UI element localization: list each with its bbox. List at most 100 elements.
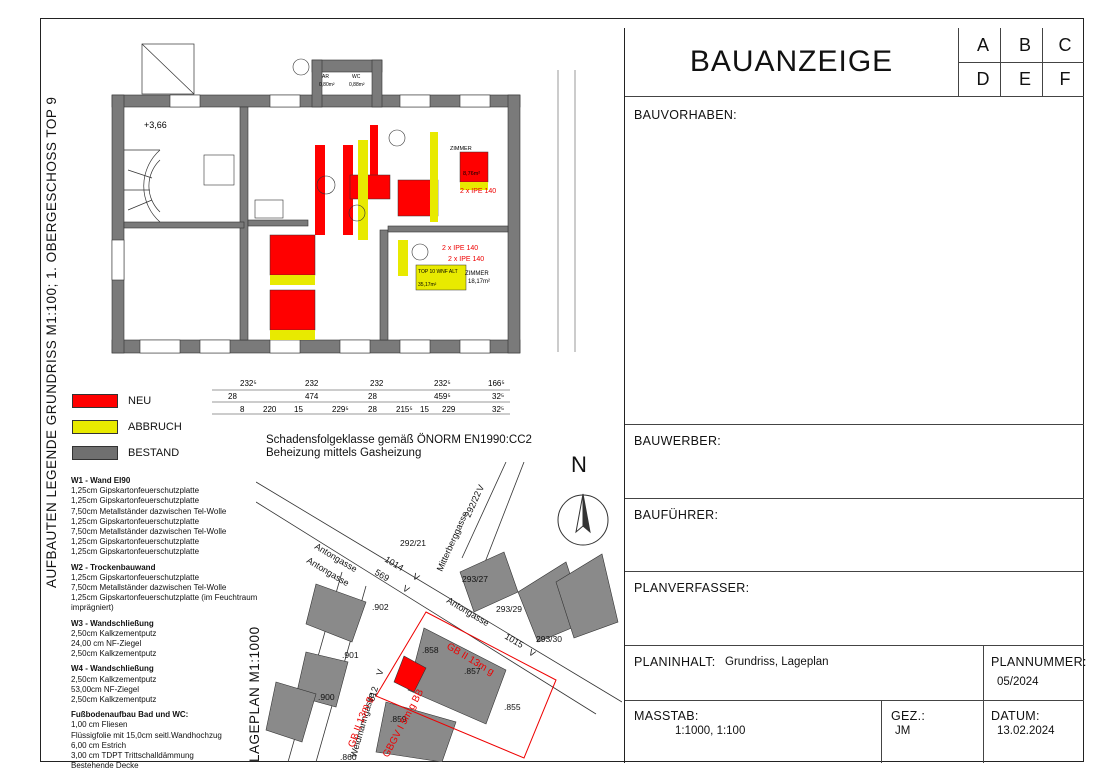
wall-line: 1,25cm Gipskartonfeuerschutzplatte — [71, 572, 200, 582]
plannummer-value: 05/2024 — [997, 676, 1039, 688]
wall-line: 2,50cm Kalkzementputz — [71, 674, 157, 684]
wall-build-up-notes: W1 - Wand EI90 1,25cm Gipskartonfeuersch… — [71, 476, 291, 771]
existing-buildings — [265, 551, 619, 762]
street-suffix: V — [411, 571, 421, 583]
drawing-sheet — [40, 18, 1084, 762]
masstab-value: 1:1000, 1:100 — [675, 725, 746, 737]
dim-text: 232 — [370, 379, 384, 388]
room-top10-area: 35,17m² — [418, 282, 437, 288]
dim-text: 15 — [420, 405, 429, 414]
bauwerber-label: BAUWERBER: — [634, 434, 722, 448]
datum-value: 13.02.2024 — [997, 725, 1055, 737]
street-suffix: V — [527, 647, 537, 659]
street-suffix: V — [401, 583, 411, 595]
north-label: N — [571, 452, 587, 477]
street-number: 1014 — [383, 554, 405, 573]
parcel-label: .902 — [372, 602, 389, 612]
dim-text: 28 — [368, 405, 377, 414]
windows — [111, 94, 491, 354]
dim-text: 32⁵ — [492, 405, 504, 414]
parcel-label: .855 — [504, 702, 521, 712]
row-divider — [625, 424, 1084, 425]
street-label: Mitterberggasse — [435, 510, 470, 573]
legend-swatch-abbruch — [72, 420, 118, 434]
floor-plan: +3,66 ZIMMER 8,76m² ZIMMER 18,17m² TOP 1… — [111, 43, 576, 415]
plannummer-label: PLANNUMMER: — [991, 655, 1087, 669]
parcel-label: .857 — [464, 666, 481, 676]
dim-text: 232⁵ — [434, 379, 451, 388]
baufuehrer-label: BAUFÜHRER: — [634, 508, 719, 522]
row-divider — [625, 96, 1084, 97]
row-divider — [625, 498, 1084, 499]
floor-line: 3,00 cm TDPT Trittschalldämmung — [71, 751, 194, 761]
wall-w2-title: W2 - Trockenbauwand — [71, 562, 156, 572]
datum-label: DATUM: — [991, 709, 1040, 723]
wall-line: 1,25cm Gipskartonfeuerschutzplatte — [71, 516, 200, 526]
beam-label: 2 x IPE 140 — [460, 188, 496, 195]
dim-text: 220 — [263, 405, 277, 414]
dim-text: 32⁵ — [492, 392, 504, 401]
room-wc: WC — [352, 74, 361, 80]
side-title: AUFBAUTEN LEGENDE GRUNDRISS M1:100; 1. O… — [44, 96, 59, 588]
floor-line: Bestehende Decke — [71, 761, 139, 771]
wall-w3-title: W3 - Wandschließung — [71, 618, 154, 628]
parcel-label: 293/29 — [496, 604, 522, 614]
parcel-numbers: .902 .901 .900 292/21 293/27 293/29 293/… — [318, 538, 562, 762]
floor-build-up-title: Fußbodenaufbau Bad und WC: — [71, 710, 189, 720]
staircase — [124, 43, 195, 223]
parcel-label: .859 — [390, 714, 407, 724]
street-number: 292/22 — [463, 490, 483, 519]
dim-text: 232 — [305, 379, 319, 388]
dim-text: 459⁵ — [434, 392, 451, 401]
revision-letter-d: D — [976, 69, 990, 89]
parcel-label: 293/30 — [536, 634, 562, 644]
general-notes: Schadensfolgeklasse gemäß ÖNORM EN1990:C… — [266, 434, 532, 460]
new-walls — [269, 125, 489, 331]
legend-label-abbruch: ABBRUCH — [128, 421, 182, 433]
dimension-texts: 232⁵ 232 232 232⁵ 166⁵ 28 474 28 459⁵ 32… — [228, 379, 505, 414]
wall-line: 53,00cm NF-Ziegel — [71, 684, 140, 694]
parcel-label: .858 — [422, 645, 439, 655]
north-arrow-icon — [557, 493, 609, 546]
dim-text: 28 — [368, 392, 377, 401]
planinhalt-value: Grundriss, Lageplan — [725, 656, 829, 668]
divider — [1000, 28, 1001, 96]
room-ar-area: 0,80m² — [319, 82, 335, 88]
site-plan: Antongasse 1014 V Antongasse 569 V Mitte… — [256, 462, 622, 762]
planinhalt-label: PLANINHALT: — [634, 655, 716, 669]
dim-text: 28 — [228, 392, 237, 401]
row-divider — [625, 571, 1084, 572]
setback-lines — [375, 611, 557, 759]
street-number: 612 — [366, 685, 380, 702]
floor-line: 6,00 cm Estrich — [71, 740, 127, 750]
fittings — [203, 58, 429, 261]
room-top10: TOP 10 WNF ALT — [418, 269, 458, 275]
project-building — [393, 655, 427, 693]
room-ar: AR — [322, 74, 329, 80]
floor-line: 1,00 cm Fliesen — [71, 720, 128, 730]
room-zimmer-1: ZIMMER — [450, 146, 472, 152]
masstab-label: MASSTAB: — [634, 709, 699, 723]
legend-swatch-bestand — [72, 446, 118, 460]
room-zimmer-2-area: 18,17m² — [468, 279, 490, 285]
wall-line: 2,50cm Kalkzementputz — [71, 695, 157, 705]
floor-line: Flüssigfolie mit 15,0cm seitl.Wandhochzu… — [71, 730, 222, 740]
revision-letter-a: A — [976, 35, 989, 55]
dim-text: 474 — [305, 392, 319, 401]
parcel-label: .860 — [340, 752, 357, 762]
revision-letter-b: B — [1018, 35, 1031, 55]
dim-text: 15 — [294, 405, 303, 414]
title-block: BAUANZEIGE A B C D E F BAUVORHABEN: BAUW… — [624, 28, 1087, 763]
wall-line: 1,25cm Gipskartonfeuerschutzplatte — [71, 496, 200, 506]
wall-line: 24,00 cm NF-Ziegel — [71, 639, 142, 649]
level-label: +3,66 — [144, 120, 167, 130]
parcel-label: 292/21 — [400, 538, 426, 548]
room-zimmer-2: ZIMMER — [465, 271, 489, 277]
dim-text: 166⁵ — [488, 379, 505, 388]
legend-label-neu: NEU — [128, 395, 152, 407]
dimension-lines — [212, 389, 510, 415]
wall-line: 2,50cm Kalkzementputz — [71, 628, 157, 638]
wall-w1-title: W1 - Wand EI90 — [71, 476, 131, 485]
wall-line: 1,25cm Gipskartonfeuerschutzplatte — [71, 486, 200, 496]
parcel-label: 293/27 — [462, 574, 488, 584]
